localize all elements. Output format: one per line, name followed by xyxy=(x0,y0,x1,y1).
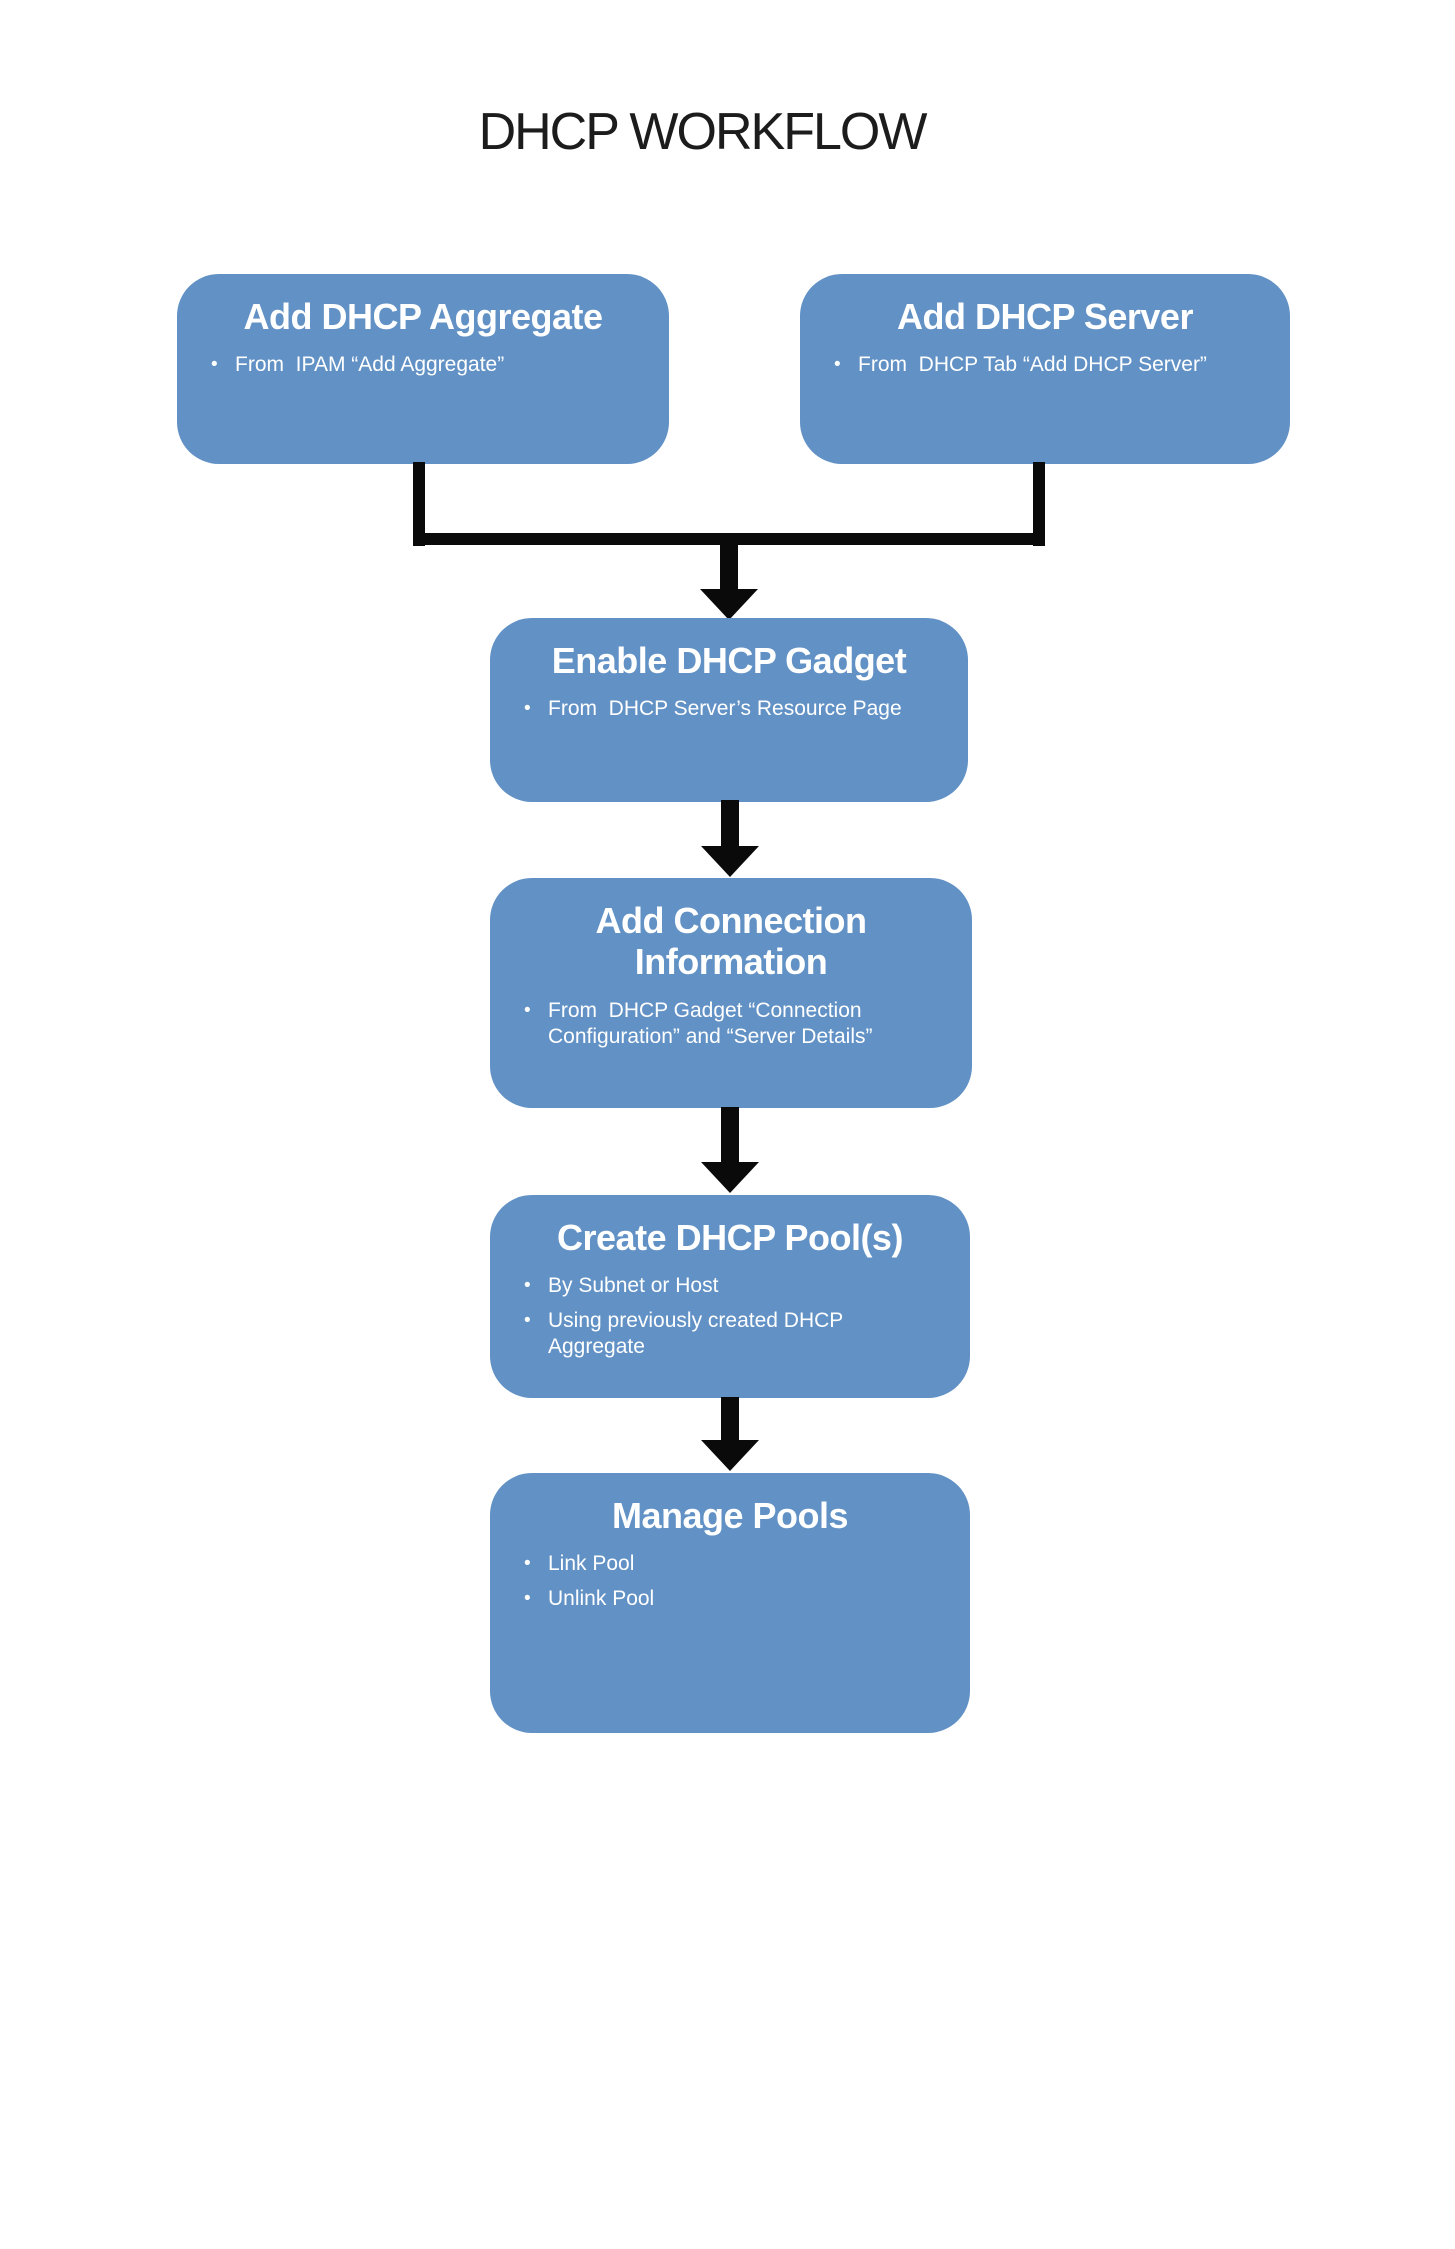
node-heading: Create DHCP Pool(s) xyxy=(557,1217,903,1258)
arrow-shaft xyxy=(721,1397,739,1442)
bullet-text: From IPAM “Add Aggregate” xyxy=(235,353,505,377)
node-bullets: • From DHCP Gadget “Connection Configura… xyxy=(490,998,972,1050)
arrow-shaft xyxy=(721,1107,739,1164)
arrow-down-icon xyxy=(700,589,758,620)
flow-node-create-dhcp-pools: Create DHCP Pool(s) • By Subnet or Host … xyxy=(490,1195,970,1398)
bullet-icon: • xyxy=(834,354,841,376)
flow-node-add-dhcp-aggregate: Add DHCP Aggregate • From IPAM “Add Aggr… xyxy=(177,274,669,464)
flow-node-add-dhcp-server: Add DHCP Server • From DHCP Tab “Add DHC… xyxy=(800,274,1290,464)
connector-right-stub xyxy=(1033,462,1045,546)
node-heading: Add DHCP Aggregate xyxy=(243,296,603,337)
arrow-merge-shaft xyxy=(720,545,738,591)
bullet-item: • From IPAM “Add Aggregate” xyxy=(211,352,639,378)
connector-merge-bar xyxy=(413,533,1045,545)
flow-node-enable-dhcp-gadget: Enable DHCP Gadget • From DHCP Server’s … xyxy=(490,618,968,802)
arrow-down-icon xyxy=(701,1440,759,1471)
bullet-item: • From DHCP Server’s Resource Page xyxy=(524,696,938,722)
connector-left-stub xyxy=(413,462,425,546)
flow-node-add-connection-information: Add Connection Information • From DHCP G… xyxy=(490,878,972,1108)
bullet-icon: • xyxy=(524,1588,531,1610)
node-bullets: • From IPAM “Add Aggregate” xyxy=(177,352,669,378)
bullet-item: • From DHCP Gadget “Connection Configura… xyxy=(524,998,942,1050)
node-heading: Manage Pools xyxy=(611,1495,849,1536)
node-heading: Enable DHCP Gadget xyxy=(551,640,907,681)
bullet-text: Unlink Pool xyxy=(548,1587,655,1611)
arrow-down-icon xyxy=(701,846,759,877)
bullet-icon: • xyxy=(524,999,531,1021)
bullet-text: Using previously created DHCP Aggregate xyxy=(548,1309,848,1359)
diagram-title: DHCP WORKFLOW xyxy=(478,103,928,161)
flow-node-manage-pools: Manage Pools • Link Pool • Unlink Pool xyxy=(490,1473,970,1733)
bullet-icon: • xyxy=(524,698,531,720)
bullet-text: From DHCP Server’s Resource Page xyxy=(548,697,902,721)
bullet-icon: • xyxy=(211,354,218,376)
arrow-shaft xyxy=(721,800,739,848)
bullet-text: Link Pool xyxy=(548,1552,635,1576)
bullet-text: From DHCP Tab “Add DHCP Server” xyxy=(858,353,1207,377)
bullet-icon: • xyxy=(524,1553,531,1575)
bullet-icon: • xyxy=(524,1310,531,1332)
node-heading: Add DHCP Server xyxy=(897,296,1193,337)
node-bullets: • From DHCP Tab “Add DHCP Server” xyxy=(800,352,1290,378)
node-heading: Add Connection Information xyxy=(595,900,876,983)
node-bullets: • From DHCP Server’s Resource Page xyxy=(490,696,968,722)
bullet-text: From DHCP Gadget “Connection Configurati… xyxy=(548,998,873,1048)
bullet-item: • Using previously created DHCP Aggregat… xyxy=(524,1308,940,1360)
bullet-item: • From DHCP Tab “Add DHCP Server” xyxy=(834,352,1260,378)
node-bullets: • By Subnet or Host • Using previously c… xyxy=(490,1273,970,1360)
arrow-down-icon xyxy=(701,1162,759,1193)
bullet-text: By Subnet or Host xyxy=(548,1274,719,1298)
bullet-item: • Link Pool xyxy=(524,1551,940,1577)
node-bullets: • Link Pool • Unlink Pool xyxy=(490,1551,970,1612)
bullet-item: • Unlink Pool xyxy=(524,1586,940,1612)
bullet-icon: • xyxy=(524,1275,531,1297)
bullet-item: • By Subnet or Host xyxy=(524,1273,940,1299)
